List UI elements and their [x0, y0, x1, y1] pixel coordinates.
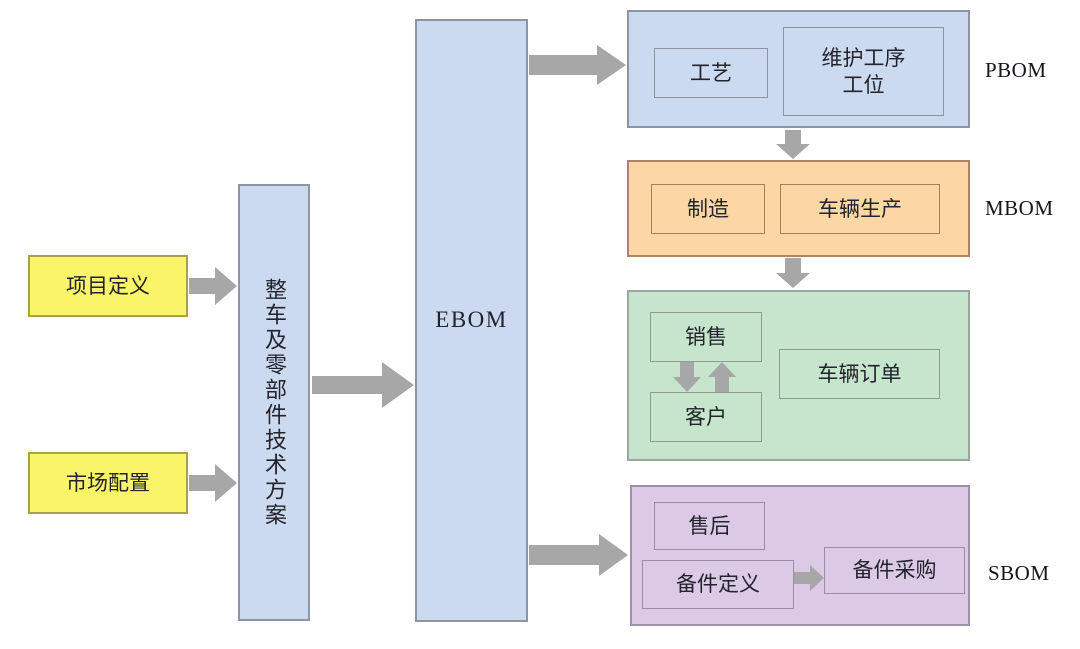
customer-box: 客户	[650, 392, 762, 442]
spare-parts-purchase-label: 备件采购	[852, 558, 937, 583]
vehicle-order-box: 车辆订单	[779, 349, 940, 399]
sales-box: 销售	[650, 312, 762, 362]
maintenance-station-label: 维护工序 工位	[821, 46, 906, 97]
mbom-panel: 制造 车辆生产	[627, 160, 970, 257]
sales-group-panel: 销售 客户 车辆订单	[627, 290, 970, 461]
process-box: 工艺	[654, 48, 768, 98]
tech-plan-label: 整车及零部件技术方案	[262, 277, 287, 528]
spare-parts-definition-label: 备件定义	[676, 572, 760, 597]
after-sales-label: 售后	[688, 513, 731, 538]
pbom-label: PBOM	[985, 58, 1047, 82]
sales-label: 销售	[685, 324, 727, 349]
pbom-panel: 工艺 维护工序 工位	[627, 10, 970, 128]
market-configuration-label: 市场配置	[66, 470, 150, 495]
arrow-ebom-to-sbom-icon	[529, 534, 628, 576]
process-label: 工艺	[690, 60, 732, 85]
spare-parts-purchase-box: 备件采购	[824, 547, 965, 594]
arrow-ebom-to-pbom-icon	[529, 45, 626, 85]
arrow-market-to-techplan-icon	[189, 464, 237, 502]
project-definition-label: 项目定义	[66, 273, 150, 298]
arrow-pbom-to-mbom-icon	[776, 130, 810, 159]
manufacture-box: 制造	[651, 184, 765, 234]
sbom-label: SBOM	[988, 561, 1050, 585]
mbom-label: MBOM	[985, 196, 1054, 220]
project-definition-box: 项目定义	[28, 255, 188, 317]
ebom-label: EBOM	[435, 307, 508, 333]
arrow-sales-to-customer-icon	[673, 362, 701, 392]
market-configuration-box: 市场配置	[28, 452, 188, 514]
arrow-customer-to-sales-icon	[708, 362, 736, 392]
manufacture-label: 制造	[687, 196, 729, 221]
spare-parts-definition-box: 备件定义	[642, 560, 794, 609]
maintenance-station-box: 维护工序 工位	[783, 27, 944, 116]
arrow-sparedef-to-purchase-icon	[794, 565, 824, 591]
after-sales-box: 售后	[654, 502, 765, 550]
customer-label: 客户	[685, 404, 727, 429]
tech-plan-box: 整车及零部件技术方案	[238, 184, 310, 621]
sbom-panel: 售后 备件定义 备件采购	[630, 485, 970, 626]
arrow-mbom-to-sales-icon	[776, 258, 810, 288]
vehicle-order-label: 车辆订单	[817, 361, 902, 386]
arrow-techplan-to-ebom-icon	[312, 362, 414, 408]
arrow-project-to-techplan-icon	[189, 267, 237, 305]
vehicle-production-box: 车辆生产	[780, 184, 940, 234]
vehicle-production-label: 车辆生产	[818, 196, 902, 221]
ebom-box: EBOM	[415, 19, 528, 622]
